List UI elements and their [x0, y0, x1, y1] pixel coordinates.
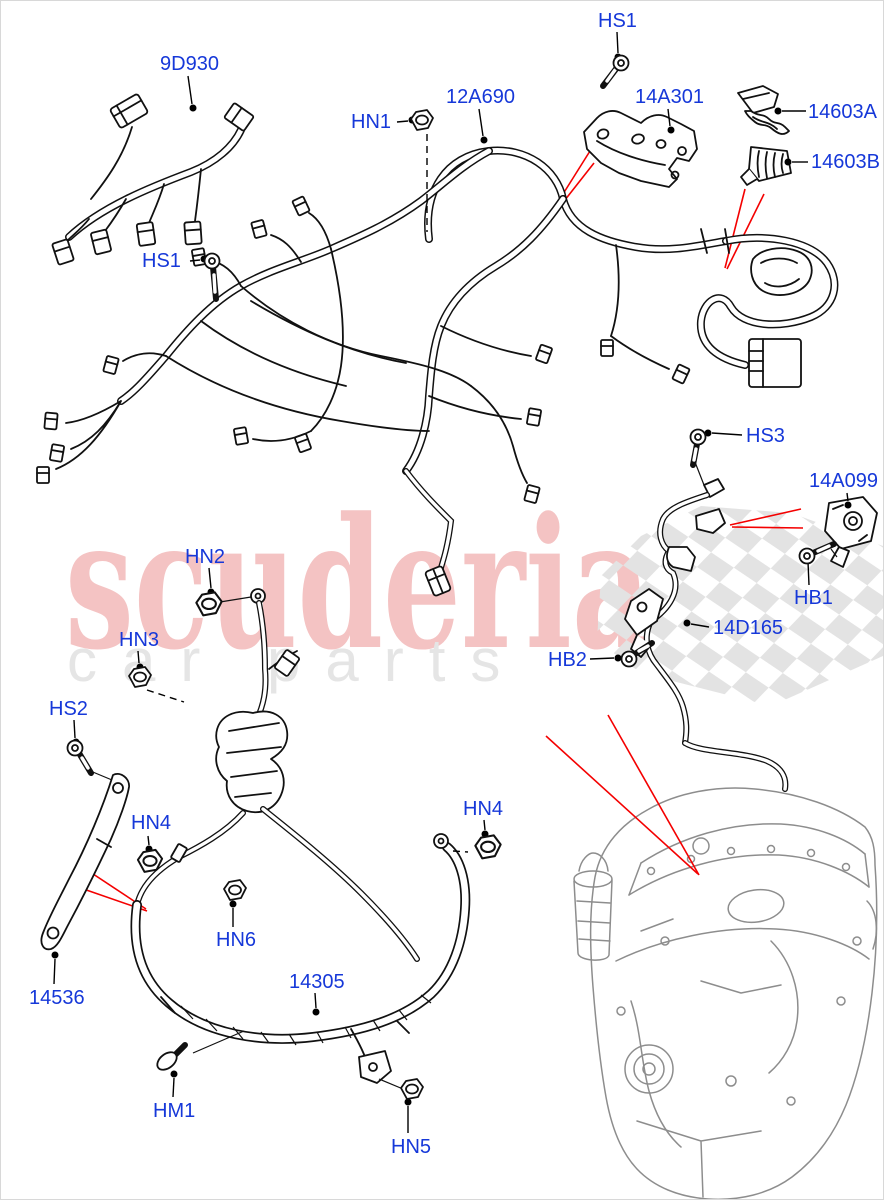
nut-hn5-icon [400, 1078, 424, 1100]
part-label-hn5[interactable]: HN5 [391, 1136, 432, 1158]
nut-hn4-left-icon [136, 848, 164, 873]
main-harness-12a690-drawing [36, 146, 839, 597]
clip-14603b-drawing [740, 146, 792, 186]
part-label-14305[interactable]: 14305 [289, 971, 345, 993]
part-label-14a099[interactable]: 14A099 [809, 470, 878, 492]
bracket-14536-drawing [40, 773, 130, 951]
part-label-hb2[interactable]: HB2 [548, 649, 587, 671]
bolt-hb2-icon [620, 640, 655, 668]
bolt-hs1-left-icon [203, 252, 221, 302]
bolt-hs2-icon [66, 739, 94, 776]
part-label-12a690[interactable]: 12A690 [446, 86, 515, 108]
nut-hn6-icon [223, 879, 247, 901]
hardware-icons [66, 54, 837, 1100]
part-label-hb1[interactable]: HB1 [794, 587, 833, 609]
bolt-hs3-icon [689, 428, 707, 468]
part-label-hn4-left[interactable]: HN4 [131, 812, 172, 834]
battery-cable-14305-drawing [130, 588, 471, 1090]
nut-hn3-icon [128, 666, 152, 688]
part-label-9d930[interactable]: 9D930 [160, 53, 219, 75]
bolt-hs1-top-icon [600, 54, 630, 89]
pin-hm1-icon [156, 1042, 188, 1071]
coil-harness-9d930-drawing [51, 93, 255, 266]
nut-hn4-right-icon [474, 834, 502, 860]
part-label-hn1[interactable]: HN1 [351, 111, 392, 133]
bolt-hb1-icon [798, 541, 837, 565]
part-label-14d165[interactable]: 14D165 [713, 617, 784, 639]
watermark-brand: scuderia [65, 479, 652, 690]
part-label-hn3[interactable]: HN3 [119, 629, 160, 651]
nut-hn2-icon [195, 591, 223, 617]
part-label-hn2[interactable]: HN2 [185, 546, 226, 568]
part-label-14603b[interactable]: 14603B [811, 151, 880, 173]
part-label-hn4-right[interactable]: HN4 [463, 798, 504, 820]
part-label-hn6[interactable]: HN6 [216, 929, 257, 951]
clip-14603a-drawing [737, 85, 790, 135]
engine-illustration [573, 787, 878, 1199]
bracket-14a301-drawing [583, 110, 698, 188]
part-label-14a301[interactable]: 14A301 [635, 86, 704, 108]
part-label-14603a[interactable]: 14603A [808, 101, 877, 123]
part-label-hs2[interactable]: HS2 [49, 698, 88, 720]
part-label-hs3[interactable]: HS3 [746, 425, 785, 447]
part-label-hs1-left[interactable]: HS1 [142, 250, 181, 272]
part-label-hs1-top[interactable]: HS1 [598, 10, 637, 32]
part-label-14536[interactable]: 14536 [29, 987, 85, 1009]
part-label-hm1[interactable]: HM1 [153, 1100, 196, 1122]
sensor-cable-drawing [624, 456, 878, 792]
leader-lines [51, 31, 852, 1133]
nut-hn1-icon [410, 109, 434, 131]
